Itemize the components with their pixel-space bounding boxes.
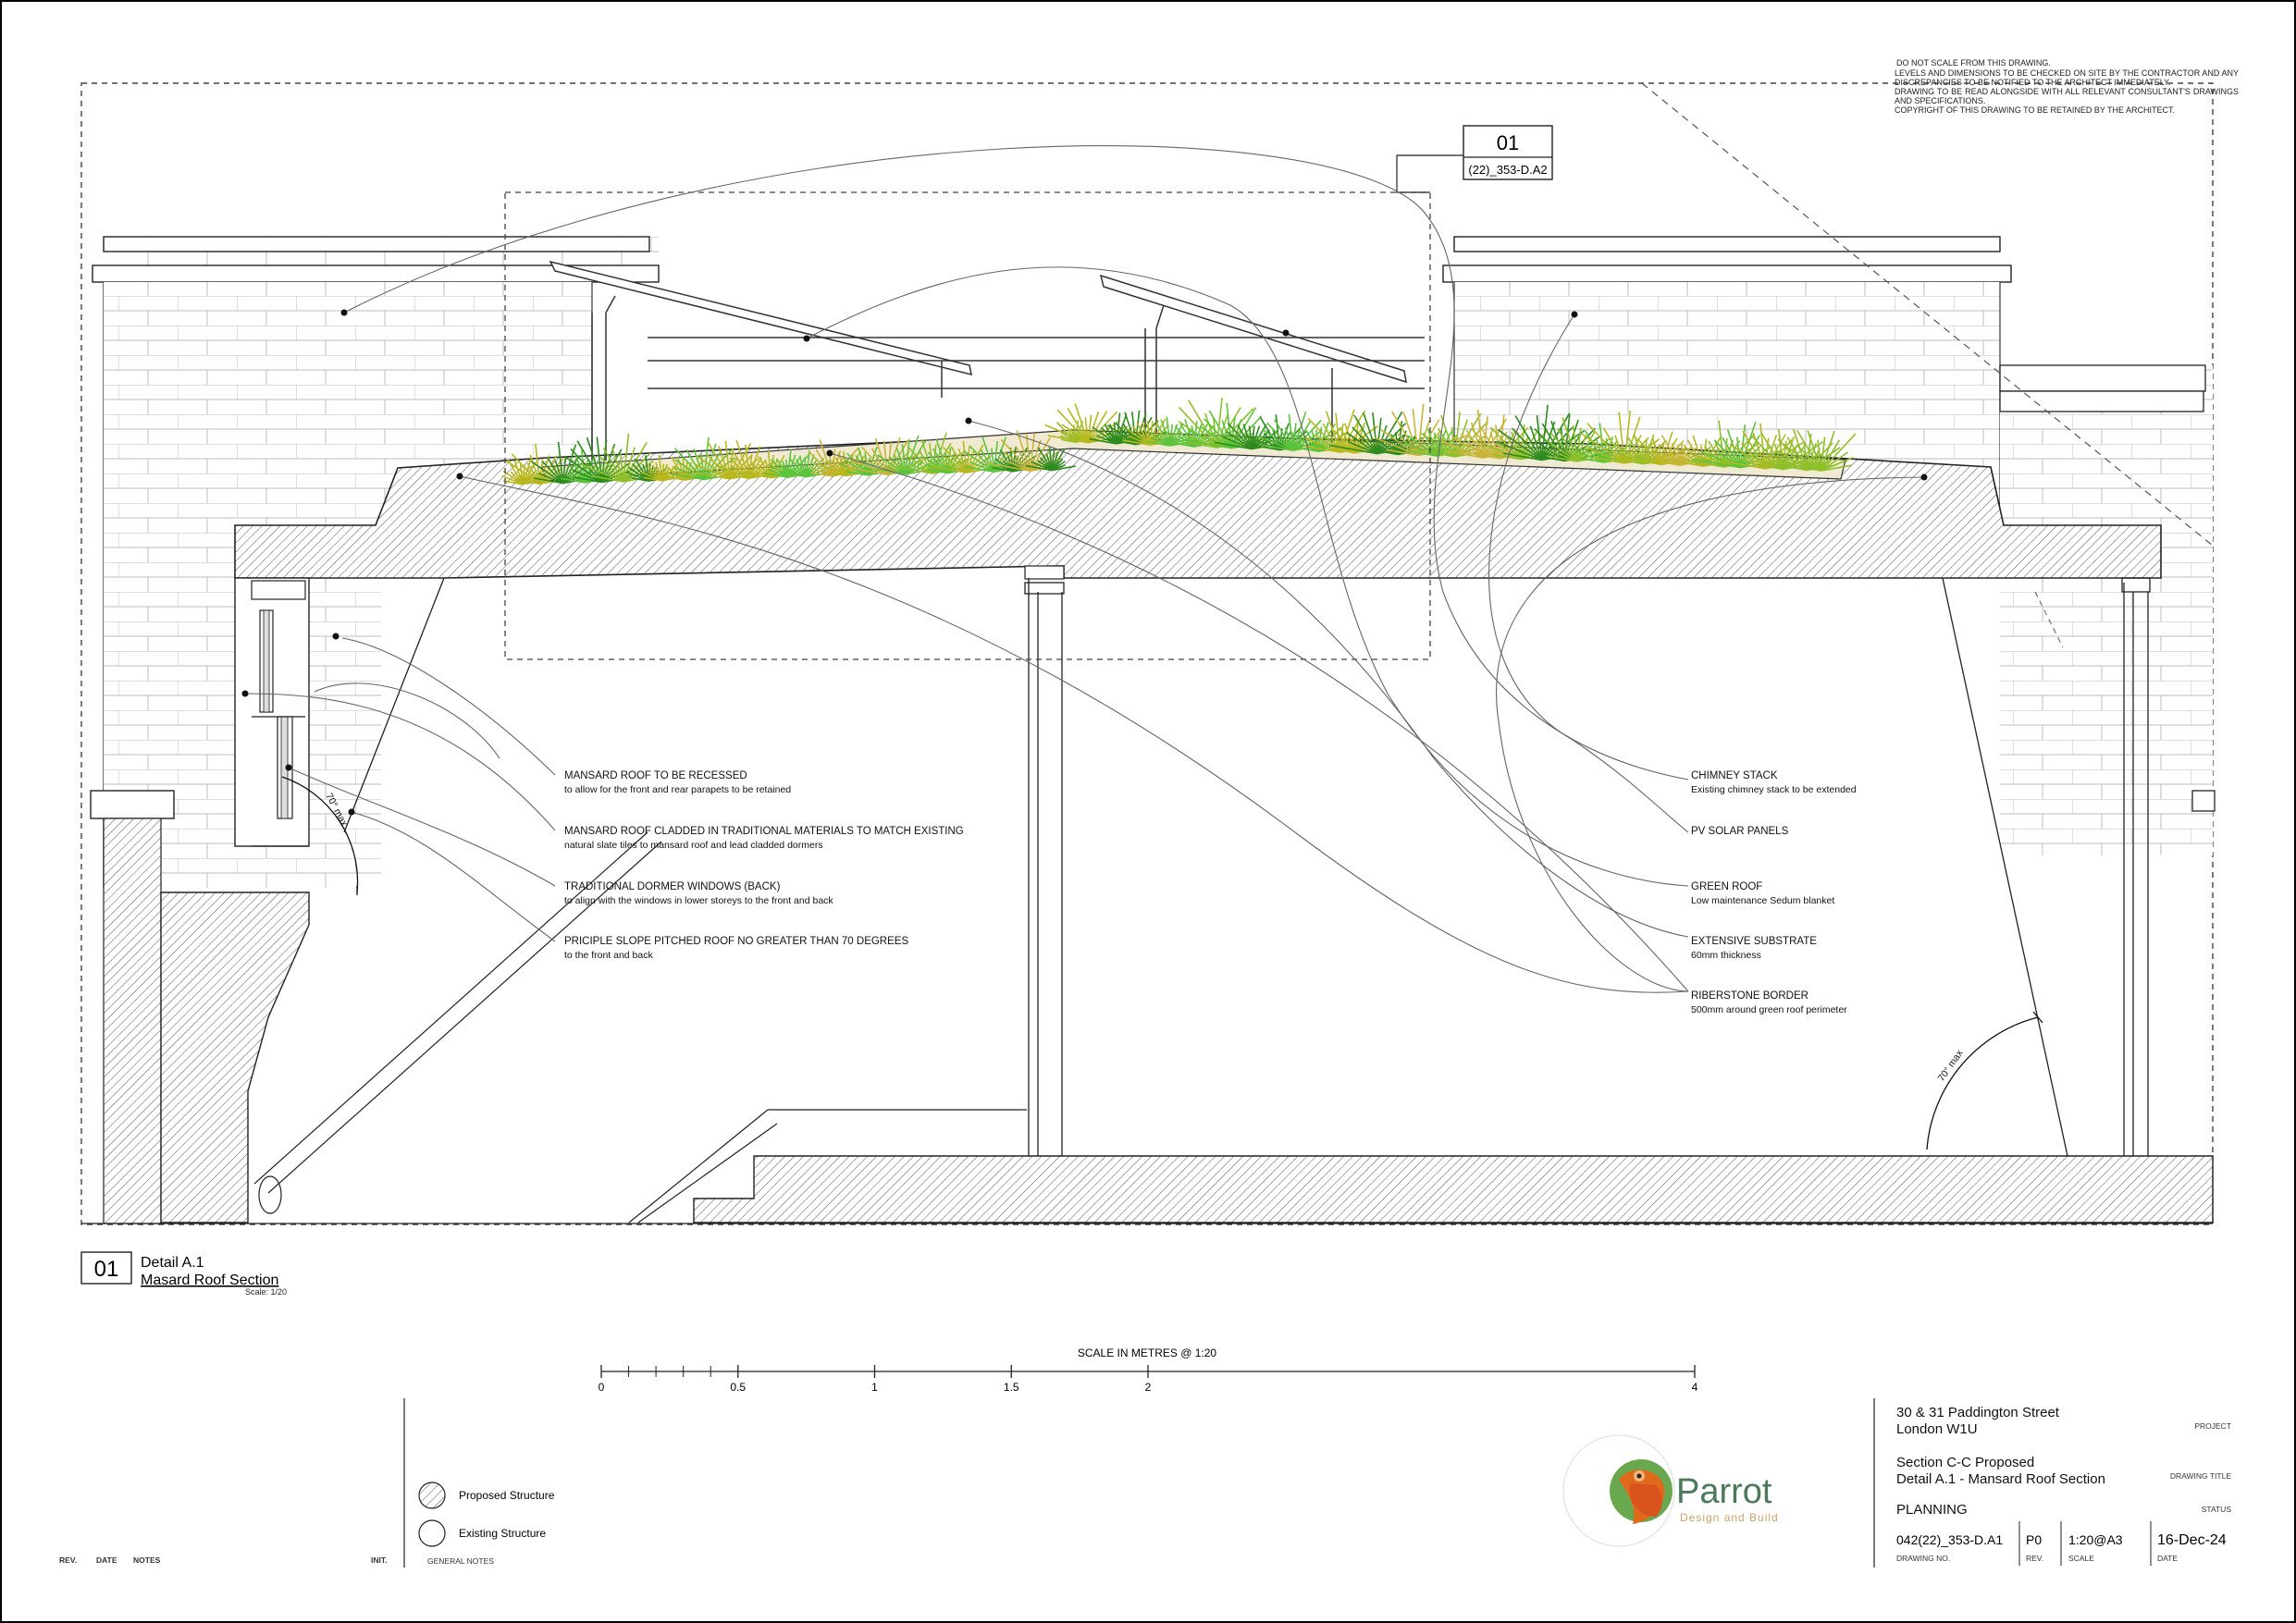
plant-tuft [875, 435, 947, 475]
slab-step [1024, 565, 1065, 580]
plant-tuft [1626, 431, 1687, 466]
parrot-logo: Parrot Design and Build [1562, 1434, 1779, 1547]
detail-number: 01 [94, 1257, 119, 1282]
scale-tick-label: 1.5 [1004, 1381, 1019, 1394]
right-note-4-detail: 60mm thickness [1691, 950, 1761, 961]
detail-scale: Scale: 1/20 [245, 1287, 287, 1297]
project-line-2: London W1U [1896, 1421, 1978, 1437]
parapet-post-left [103, 818, 162, 1224]
scale-bar: SCALE IN METRES @ 1:20 0 0.5 1 1.5 2 4 [599, 1346, 1698, 1394]
logo-name: Parrot [1676, 1472, 1772, 1511]
drawing-number-label: DRAWING NO. [1896, 1554, 1950, 1563]
detail-name: Detail A.1 [141, 1255, 204, 1271]
general-notes: DO NOT SCALE FROM THIS DRAWING. LEVELS A… [1895, 58, 2239, 115]
scale-tick-label: 4 [1692, 1381, 1698, 1394]
general-notes-header: GENERAL NOTES [427, 1556, 494, 1566]
plant-tuft [1781, 430, 1857, 472]
right-note-5-title: RIBERSTONE BORDER [1691, 990, 1808, 1002]
scale-value: 1:20@A3 [2068, 1532, 2123, 1547]
legend-existing-label: Existing Structure [459, 1527, 546, 1540]
general-note-3: DRAWING TO BE READ ALONGSIDE WITH ALL RE… [1895, 87, 2239, 105]
logo-tagline: Design and Build [1680, 1511, 1779, 1524]
right-note-3-detail: Low maintenance Sedum blanket [1691, 895, 1834, 906]
general-note-4: COPYRIGHT OF THIS DRAWING TO BE RETAINED… [1895, 105, 2176, 115]
rev-header: REV. [59, 1555, 77, 1565]
legend-proposed-label: Proposed Structure [459, 1489, 555, 1502]
angle-arc-left [281, 776, 359, 895]
left-annotations: MANSARD ROOF TO BE RECESSED to allow for… [564, 770, 964, 961]
left-note-3-title: TRADITIONAL DORMER WINDOWS (BACK) [564, 881, 781, 892]
callout-number: 01 [1497, 131, 1519, 154]
revision-label: REV. [2026, 1554, 2043, 1563]
date-label: DATE [2157, 1554, 2178, 1563]
angle-arc-right [1926, 1011, 2043, 1150]
right-note-4-title: EXTENSIVE SUBSTRATE [1691, 936, 1817, 947]
drawing-number: 042(22)_353-D.A1 [1896, 1532, 2003, 1547]
scale-tick-label: 0.5 [730, 1381, 746, 1394]
detail-callout-box [504, 191, 1431, 660]
right-note-3-title: GREEN ROOF [1691, 881, 1762, 892]
scale-tick-label: 2 [1145, 1381, 1152, 1394]
left-note-2-title: MANSARD ROOF CLADDED IN TRADITIONAL MATE… [564, 826, 964, 837]
title-line-2: Detail A.1 - Mansard Roof Section [1896, 1471, 2105, 1487]
left-note-3-detail: to align with the windows in lower store… [564, 895, 833, 906]
init-header: INIT. [371, 1555, 387, 1565]
plant-tuft [672, 436, 748, 481]
project-line-1: 30 & 31 Paddington Street [1896, 1405, 2060, 1420]
status-value: PLANNING [1896, 1502, 1968, 1518]
right-note-5-detail: 500mm around green roof perimeter [1691, 1004, 1847, 1015]
dashed-diagonal [1641, 82, 2214, 547]
pv-solar-panels [549, 260, 1425, 462]
chimney-stack-right [1442, 236, 2216, 855]
floor-slab [693, 1155, 2214, 1223]
green-roof-sedum [501, 398, 1857, 486]
detail-title: Masard Roof Section [141, 1273, 278, 1288]
scale-bar-title: SCALE IN METRES @ 1:20 [1078, 1346, 1217, 1359]
right-note-2-title: PV SOLAR PANELS [1691, 826, 1789, 837]
plant-tuft [1025, 447, 1076, 472]
detail-tag: 01 Detail A.1 Masard Roof Section Scale:… [80, 1251, 287, 1297]
title-block: 30 & 31 Paddington Street London W1U PRO… [1873, 1398, 2232, 1568]
general-note-1: DO NOT SCALE FROM THIS DRAWING. [1896, 58, 2051, 68]
left-note-2-detail: natural slate tiles to mansard roof and … [564, 840, 823, 851]
leader-dots [241, 309, 1928, 816]
right-note-1-detail: Existing chimney stack to be extended [1691, 784, 1857, 795]
parapet-coping-left [90, 790, 175, 819]
project-label: PROJECT [2194, 1421, 2231, 1431]
dormer-window-left [234, 577, 310, 847]
scale-label: SCALE [2068, 1554, 2094, 1563]
legend-proposed-swatch [418, 1482, 446, 1509]
revision-headers: REV. DATE NOTES INIT. GENERAL NOTES [59, 1555, 494, 1566]
general-note-2: LEVELS AND DIMENSIONS TO BE CHECKED ON S… [1895, 68, 2239, 87]
left-note-1-title: MANSARD ROOF TO BE RECESSED [564, 770, 747, 781]
leader-curves [244, 145, 1925, 993]
right-annotations: CHIMNEY STACK Existing chimney stack to … [1691, 770, 1857, 1015]
mansard-wall-left [160, 891, 310, 1223]
left-note-4-title: PRICIPLE SLOPE PITCHED ROOF NO GREATER T… [564, 936, 908, 947]
title-line-1: Section C-C Proposed [1896, 1455, 2034, 1470]
date-value: 16-Dec-24 [2157, 1532, 2227, 1548]
legend: Proposed Structure Existing Structure [418, 1482, 555, 1547]
date-header: DATE [96, 1555, 117, 1565]
staircase [253, 831, 1027, 1223]
callout-reference: (22)_353-D.A2 [1468, 163, 1547, 177]
callout-tag [1463, 125, 1553, 180]
notes-header: NOTES [133, 1555, 161, 1565]
left-note-1-detail: to allow for the front and rear parapets… [564, 784, 791, 795]
scale-tick-label: 1 [871, 1381, 878, 1394]
right-note-1-title: CHIMNEY STACK [1691, 770, 1778, 781]
callout-leader [1396, 154, 1463, 193]
scale-tick-label: 0 [599, 1381, 605, 1394]
revision-value: P0 [2026, 1532, 2042, 1547]
interior-lines [343, 577, 2151, 1157]
title-label: DRAWING TITLE [2170, 1471, 2231, 1481]
status-label: STATUS [2202, 1505, 2232, 1514]
left-note-4-detail: to the front and back [564, 950, 653, 961]
legend-existing-swatch [418, 1519, 446, 1547]
